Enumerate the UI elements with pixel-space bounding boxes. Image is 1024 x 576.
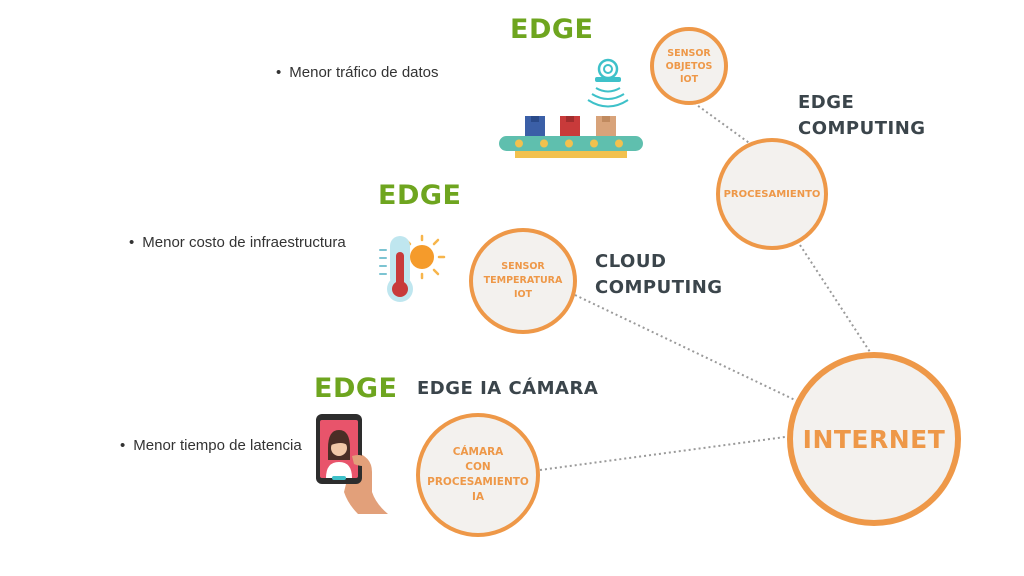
node-camara-line-2: CON bbox=[465, 461, 491, 473]
benefit-item-traffic: Menor tráfico de datos bbox=[276, 64, 438, 81]
node-sensor-objetos: SENSOR OBJETOS IOT bbox=[650, 27, 728, 105]
node-sensor-objetos-line-1: SENSOR bbox=[667, 47, 711, 59]
edge-ia-camara-label: EDGE IA CÁMARA bbox=[417, 378, 599, 399]
edge-computing-line-2: COMPUTING bbox=[798, 118, 926, 139]
node-procesamiento: PROCESAMIENTO bbox=[716, 138, 828, 250]
connector-temperatura-to-internet bbox=[574, 294, 796, 401]
conveyor-sensor-icon bbox=[499, 58, 643, 158]
node-camara-line-4: IA bbox=[471, 491, 485, 503]
node-sensor-temperatura-line-1: SENSOR bbox=[501, 261, 545, 272]
edge-tag-2: EDGE bbox=[378, 180, 462, 211]
node-camara-line-1: CÁMARA bbox=[452, 446, 504, 458]
cloud-computing-label: CLOUD COMPUTING bbox=[595, 249, 723, 301]
node-procesamiento-label: PROCESAMIENTO bbox=[723, 188, 821, 200]
cloud-computing-line-2: COMPUTING bbox=[595, 277, 723, 298]
node-internet: INTERNET bbox=[787, 352, 961, 526]
node-sensor-objetos-line-3: IOT bbox=[679, 73, 699, 85]
node-sensor-temperatura: SENSOR TEMPERATURA IOT bbox=[469, 228, 577, 334]
connector-sensor-to-procesamiento bbox=[689, 99, 753, 146]
benefit-item-latency: Menor tiempo de latencia bbox=[120, 437, 301, 454]
node-sensor-temperatura-line-3: IOT bbox=[513, 289, 533, 300]
benefit-item-infrastructure: Menor costo de infraestructura bbox=[129, 234, 345, 251]
edge-computing-line-1: EDGE bbox=[798, 92, 855, 113]
cloud-computing-line-1: CLOUD bbox=[595, 251, 667, 272]
edge-tag-1: EDGE bbox=[510, 14, 594, 45]
node-sensor-temperatura-line-2: TEMPERATURA bbox=[483, 275, 563, 286]
thermometer-sun-icon bbox=[379, 234, 446, 302]
edge-computing-label: EDGE COMPUTING bbox=[798, 90, 926, 142]
node-camara: CÁMARA CON PROCESAMIENTO IA bbox=[416, 413, 540, 537]
node-camara-line-3: PROCESAMIENTO bbox=[427, 476, 529, 488]
edge-tag-3: EDGE bbox=[314, 373, 398, 404]
node-sensor-objetos-line-2: OBJETOS bbox=[665, 60, 713, 72]
connector-camara-to-internet bbox=[539, 436, 786, 471]
node-internet-label: INTERNET bbox=[802, 424, 946, 454]
smartphone-hand-icon bbox=[316, 414, 388, 514]
connector-procesamiento-to-internet bbox=[799, 244, 873, 356]
